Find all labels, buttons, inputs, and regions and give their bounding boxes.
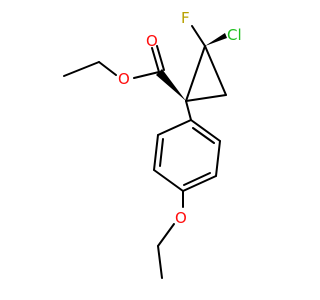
atom-o-carbonyl: O: [146, 32, 158, 50]
ring-bond-5: [153, 134, 159, 171]
atom-f: F: [181, 9, 190, 27]
ring-double-3: [159, 138, 164, 167]
molecule-diagram: O O F Cl O: [63, 9, 242, 279]
wedge-bond-c2-cl: [205, 33, 227, 46]
bond-carbonyl-o-2: [156, 45, 165, 71]
ring-bond-2: [215, 140, 221, 177]
ring-double-1: [192, 127, 215, 144]
bond-ch2-ch3: [63, 61, 100, 77]
atom-cl: Cl: [227, 26, 242, 44]
ring-bond-1: [190, 119, 221, 142]
ring-bond-6: [157, 119, 192, 136]
bond-c1-c2: [185, 45, 206, 102]
atom-o-ether: O: [175, 209, 187, 227]
atom-o-ester: O: [118, 70, 130, 88]
bond-carbonyl-oester: [133, 71, 160, 79]
bond-c2-f: [191, 25, 206, 47]
wedge-bond-c1-carbonyl: [156, 69, 186, 101]
bond-c1-ipso: [185, 100, 192, 121]
ring-double-2: [183, 172, 211, 186]
bond-c2-c3: [204, 45, 227, 96]
bond-carbonyl-o-1: [151, 47, 160, 73]
bond-ether-ch2-ch3: [157, 245, 163, 279]
ring-bond-4: [153, 169, 184, 192]
bond-c3-c1: [185, 94, 227, 102]
bond-oester-ch2: [98, 61, 117, 76]
ring-bond-3: [182, 175, 217, 192]
bond-oether-ch2: [157, 223, 175, 247]
